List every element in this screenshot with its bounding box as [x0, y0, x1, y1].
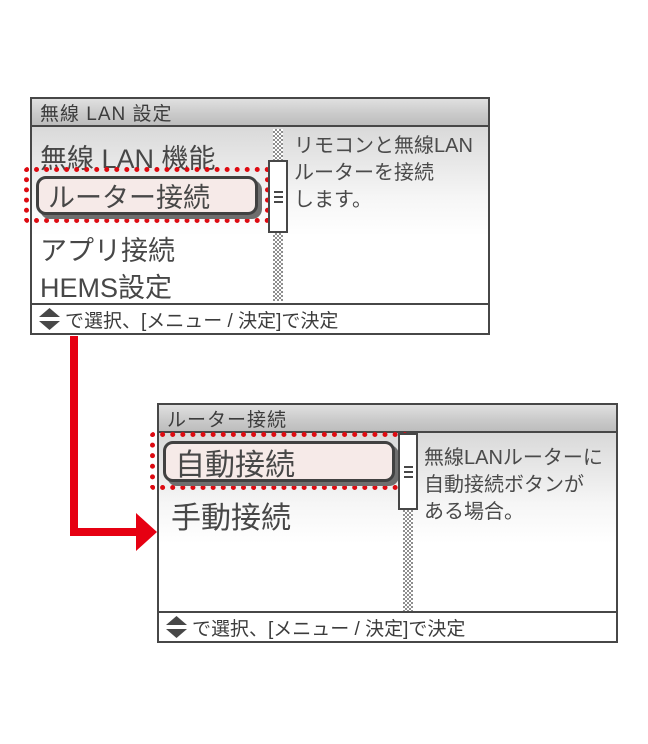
description-line: リモコンと無線LAN	[294, 135, 473, 157]
up-down-select-icon	[39, 308, 60, 330]
screen1-content: 無線 LAN 機能 ルーター接続 アプリ接続 HEMS設定 リモコンと無線LAN…	[24, 127, 488, 303]
screen1-title: 無線 LAN 設定	[40, 103, 173, 125]
screen1-title-bar: 無線 LAN 設定	[32, 99, 488, 127]
annotation-highlight-box: 自動接続	[150, 432, 408, 490]
flow-arrow-head-icon	[136, 513, 157, 551]
screen1-description: リモコンと無線LAN ルーターを接続 します。	[294, 133, 473, 214]
screen2-footer-text: で選択、[メニュー / 決定]で決定	[192, 618, 466, 640]
flow-arrow-vertical	[70, 336, 78, 536]
scrollbar-handle[interactable]	[398, 433, 418, 510]
screen2-title-bar: ルーター接続	[159, 405, 616, 433]
scrollbar-track	[403, 508, 413, 611]
screen1-footer-hint: で選択、[メニュー / 決定]で決定	[32, 303, 488, 333]
annotation-highlight-box: ルーター接続	[24, 167, 270, 223]
up-down-select-icon	[166, 616, 187, 638]
screen1-footer-text: で選択、[メニュー / 決定]で決定	[65, 310, 339, 332]
description-line: 無線LANルーターに	[424, 447, 603, 469]
menu-item-app-connect[interactable]: アプリ接続	[40, 236, 175, 266]
menu-item-auto-connect-selected[interactable]: 自動接続	[163, 441, 395, 482]
menu-item-manual-connect[interactable]: 手動接続	[171, 502, 291, 535]
scrollbar-grip-icon	[403, 465, 413, 478]
scrollbar-grip-icon	[273, 190, 283, 203]
screen2-content: 自動接続 手動接続 無線LANルーターに 自動接続ボタンが ある場合。	[150, 432, 616, 611]
flow-arrow-horizontal	[70, 528, 138, 536]
scrollbar-handle[interactable]	[268, 160, 288, 233]
screen2-title: ルーター接続	[167, 409, 288, 431]
description-line: します。	[294, 189, 372, 211]
description-line: 自動接続ボタンが	[424, 474, 584, 496]
screen2-description: 無線LANルーターに 自動接続ボタンが ある場合。	[424, 445, 603, 526]
menu-item-router-connect-selected[interactable]: ルーター接続	[36, 176, 258, 215]
description-line: ルーターを接続	[294, 162, 434, 184]
menu-item-hems-settings[interactable]: HEMS設定	[40, 273, 173, 303]
description-line: ある場合。	[424, 501, 524, 523]
screen2-footer-hint: で選択、[メニュー / 決定]で決定	[159, 611, 616, 641]
router-connect-screen: ルーター接続 自動接続 手動接続 無線LANルーターに 自動接続ボタンが ある場…	[150, 403, 618, 643]
wireless-lan-settings-screen: 無線 LAN 設定 無線 LAN 機能 ルーター接続 アプリ接続 HEMS設定 …	[24, 97, 490, 335]
